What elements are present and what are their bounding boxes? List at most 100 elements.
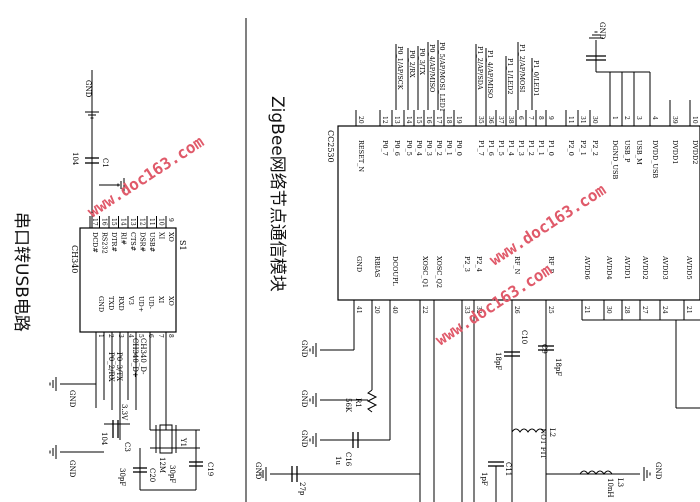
cc2530-pin-name: P2_2	[591, 140, 599, 156]
ch340-pin-number: 13	[129, 218, 136, 226]
cc2530-pin-number: 13	[393, 116, 400, 124]
cc2530-pin-number: 9	[547, 116, 554, 120]
c7-value: 27p	[298, 482, 306, 496]
cc2530-pin-name: P1_3	[517, 140, 525, 156]
cc2530-bottom-pin-name: P2_4	[475, 256, 483, 272]
cc2530-bottom-pin-name: AVDD2	[641, 255, 649, 280]
c10-value: 18pF	[494, 352, 502, 370]
cc2530-bottom-pin-number: 21	[583, 306, 590, 314]
ch340-pin-name: DSR#	[139, 232, 147, 252]
cc2530-pin-name: P0_2	[435, 140, 443, 156]
cc2530-bottom-pin-name: AVDD4	[605, 255, 613, 280]
cc2530-pin-name: P1_4	[507, 140, 515, 156]
ch340-pin-number: 11	[148, 218, 155, 226]
ch340-pin-group: 9XO10XI11USB#12DSR#13CTS#14RI#15DTR#16RS…	[89, 216, 175, 338]
cc2530-pin-name: P0_6	[393, 140, 401, 156]
cc2530-bottom-pin-number: 40	[391, 306, 398, 314]
r1-value: 56K	[344, 398, 352, 413]
r1-gnd-label: GND	[300, 390, 308, 408]
cc2530-pin-number: 8	[537, 116, 544, 120]
left-section-title: 串口转USB电路	[11, 212, 31, 332]
cc2530-bottom-pin-name: XOSC_Q1	[421, 256, 429, 288]
cc2530-power-pin-name: DVDD2	[691, 140, 699, 164]
ch340-pin-number: 5	[137, 334, 144, 338]
c1-value: 104	[71, 152, 79, 166]
cc2530-pin-number: 15	[415, 116, 422, 124]
net-p0-3-tx-left: P0_3/TX	[115, 352, 123, 381]
ch340-pin-name: RXD	[117, 296, 125, 311]
l2-inductor	[511, 428, 545, 433]
cc2530-bottom-pin-name: DCOUPL	[391, 256, 399, 286]
cc2530-chip	[337, 125, 700, 301]
cc2530-pin-number: 18	[445, 116, 452, 124]
gnd-symbol-cc	[309, 343, 317, 357]
cc2530-bottom-pin-name: GND	[355, 256, 363, 272]
gnd-symbol-c16	[309, 433, 317, 447]
cc2530-usb-pin-number: 4	[651, 116, 658, 120]
cc2530-pin-number: 11	[567, 116, 574, 124]
l2-ref: L2	[548, 428, 556, 437]
cc2530-bottom-pin-name: RF_N	[513, 256, 521, 275]
ch340-pin-name: USB#	[148, 232, 156, 252]
cc2530-pin-name: P1_6	[487, 140, 495, 156]
c1-ref: C1	[101, 158, 109, 168]
cc2530-pin-name: P0_4	[415, 140, 423, 156]
ch340-pin-number: 1	[97, 334, 104, 338]
right-section-title: ZigBee网络节点通信模块	[267, 96, 287, 292]
cc2530-bottom-pin-number: 26	[513, 306, 520, 314]
cc2530-power-pin-number: 10	[691, 116, 698, 124]
ch340-pin-name: RS232	[101, 232, 109, 254]
cc2530-bottom-pin-number: 28	[623, 306, 630, 314]
c20-value: 30pF	[118, 468, 126, 486]
l2-value: NOT FIT	[539, 428, 547, 459]
cc2530-net-label: P0_2/RX	[408, 50, 416, 78]
cc2530-usb-pin-number: 1	[611, 116, 618, 120]
cc2530-pin-number: 19	[455, 116, 462, 124]
c19-value: 30pF	[168, 465, 176, 483]
cc2530-pin-name: P0_1	[445, 140, 453, 156]
cc2530-bottom-pin-name: AVDD6	[583, 255, 591, 280]
cc2530-bottom-pin-number: 22	[421, 306, 428, 314]
cc2530-pin-number: 30	[591, 116, 598, 124]
ch340-pin-name: XO	[167, 296, 175, 306]
r1-ref: R1	[354, 398, 362, 408]
cc2530-power-pin-name: DVDD1	[671, 140, 679, 164]
gnd-symbol-c3	[49, 445, 57, 459]
c19-ref: C19	[206, 462, 214, 476]
cc2530-bottom-pin-number: 33	[463, 306, 470, 314]
v33-label: 3.3V	[120, 404, 128, 421]
cc2530-net-label: P1_4/AP/MISO	[486, 50, 494, 98]
ch340-pin-number: 7	[157, 334, 164, 338]
ch340-pin-number: 14	[120, 218, 127, 226]
c9-value: 18pF	[554, 358, 562, 376]
cc2530-pin-name: P1_1	[537, 140, 545, 156]
cc2530-pin-number: 6	[517, 116, 524, 120]
ch340-pin-number: 8	[167, 334, 174, 338]
ch340-ref: S1	[178, 240, 187, 251]
cc2530-bottom-pin-number: 41	[355, 306, 362, 314]
cc2530-pin-name: P0_5	[405, 140, 413, 156]
cc2530-pin-number: 12	[381, 116, 388, 124]
l3-gnd-label: GND	[654, 462, 662, 480]
cc2530-bottom-pin-name: AVDD3	[661, 255, 669, 280]
gnd-symbol-c7	[259, 467, 267, 481]
cc2530-top-pin-group: 20RESET_N12P0_713P0_614P0_515P0_416P0_31…	[355, 110, 699, 179]
cc2530-pin-name: P2_1	[579, 140, 587, 156]
c11-value: 1pF	[480, 472, 488, 486]
cc2530-net-label: P0_1/AP/SCK	[396, 46, 404, 90]
cc2530-pin-number: 37	[497, 116, 504, 124]
cc2530-pin-name: P0_7	[381, 140, 389, 156]
cc2530-pin-name: P1_5	[497, 140, 505, 156]
c11-ref: C11	[504, 462, 512, 476]
cc2530-pin-number: 14	[405, 116, 412, 124]
c3-value: 104	[100, 432, 108, 446]
r1-resistor	[366, 389, 378, 413]
cc2530-bottom-pin-number: 21	[685, 306, 692, 314]
l3-value: 10nH	[606, 478, 614, 498]
c16-value: 1u	[334, 456, 342, 465]
cc2530-power-pin-number: 39	[671, 116, 678, 124]
crystal-y1	[159, 424, 173, 454]
